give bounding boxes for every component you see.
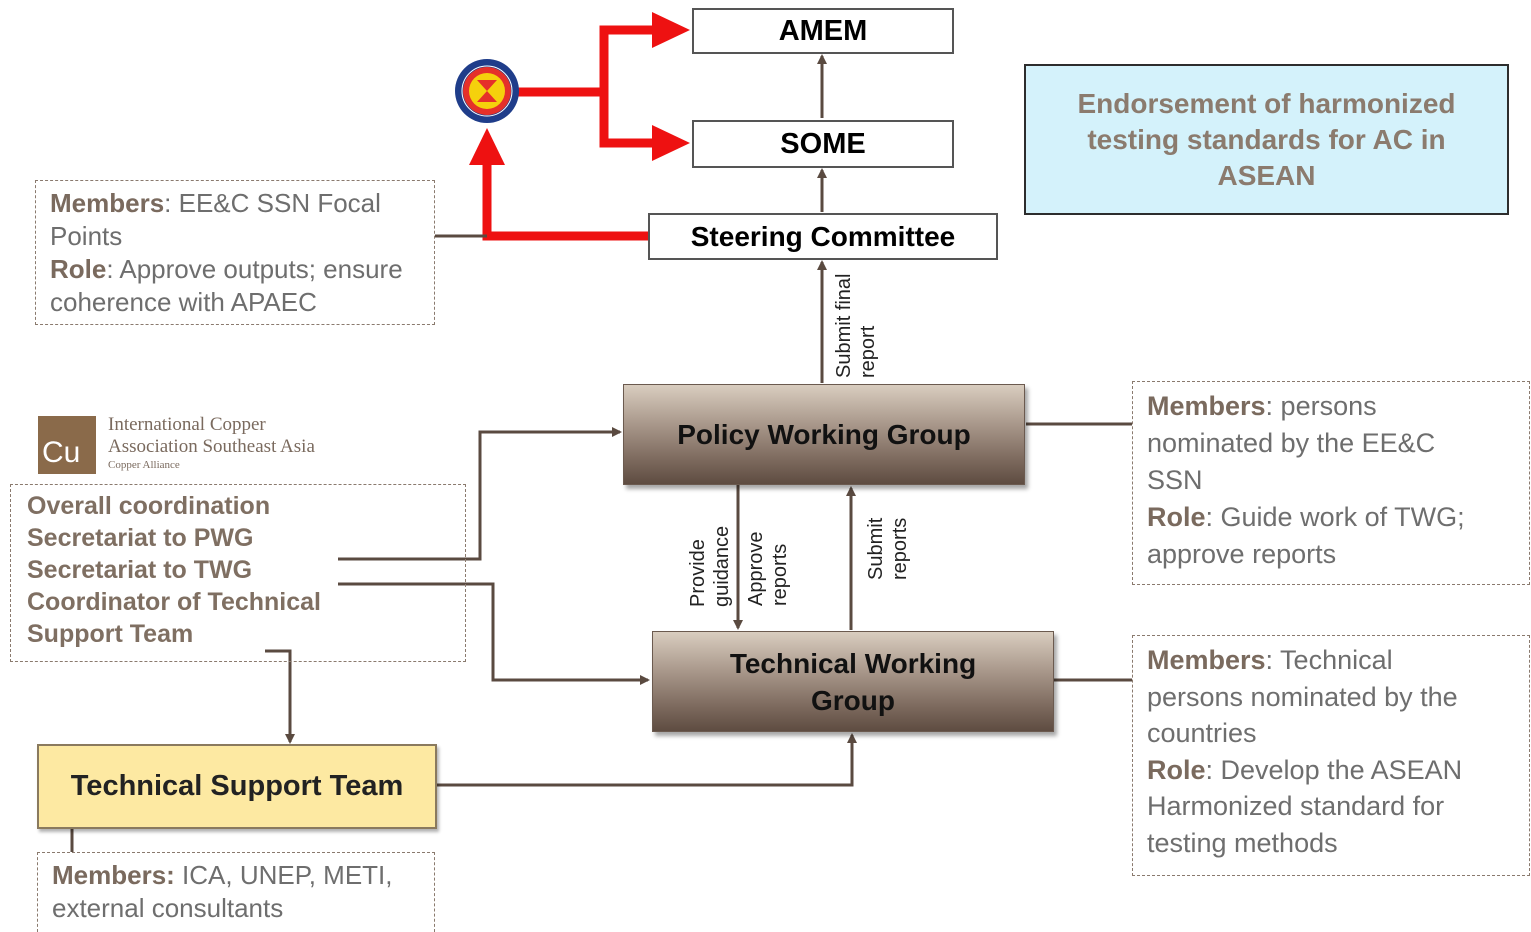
ica-roles-box bbox=[10, 484, 466, 662]
tst-members-label: Members: bbox=[52, 860, 175, 890]
tst-members-text-1: ICA, UNEP, METI, bbox=[174, 860, 393, 890]
provide-line-2: guidance bbox=[711, 525, 733, 607]
ace-emblem-icon bbox=[455, 59, 519, 123]
edge-ica-pwg bbox=[338, 427, 622, 561]
ica-logo: Cu International Copper Association Sout… bbox=[38, 414, 348, 478]
ica-role-item: Support Team bbox=[27, 620, 194, 648]
pwg-members-text-2: nominated by the EE&C bbox=[1147, 428, 1436, 458]
ica-role-item: Coordinator of Technical bbox=[27, 588, 321, 616]
red-arrowhead-amem bbox=[652, 12, 690, 48]
approve-line-2: reports bbox=[769, 543, 791, 606]
steering-committee-label: Steering Committee bbox=[690, 220, 956, 252]
ica-name-line-1: International Copper bbox=[108, 414, 266, 435]
ace-logo bbox=[454, 58, 520, 124]
technical-working-group-box: Technical Working Group bbox=[652, 631, 1054, 732]
red-arrowhead-some bbox=[652, 125, 690, 161]
endorsement-box: Endorsement of harmonized testing standa… bbox=[1024, 64, 1509, 215]
twg-role-text-1: : Develop the ASEAN bbox=[1205, 754, 1463, 785]
pwg-role-text-1: : Guide work of TWG; bbox=[1205, 502, 1465, 532]
twg-role-text-3: testing methods bbox=[1147, 827, 1338, 858]
amem-box: AMEM bbox=[692, 8, 954, 54]
steering-info-box: Members: EE&C SSN Focal Points Role: App… bbox=[35, 180, 435, 325]
steering-role-text-2: coherence with APAEC bbox=[50, 287, 317, 317]
ica-roles-list: Overall coordination Secretariat to PWG … bbox=[27, 490, 347, 650]
steering-members-label: Members bbox=[50, 188, 165, 218]
ica-role-item: Secretariat to TWG bbox=[27, 556, 253, 584]
pwg-role-label: Role bbox=[1147, 502, 1206, 532]
amem-label: AMEM bbox=[778, 14, 868, 47]
twg-members-label: Members bbox=[1147, 645, 1266, 675]
submit-reports-label: Submit reports bbox=[864, 495, 912, 580]
some-box: SOME bbox=[692, 120, 954, 168]
twg-label-line-1: Technical Working bbox=[729, 647, 977, 679]
endorsement-line-3: ASEAN bbox=[1217, 159, 1316, 191]
pwg-info-box: Members: persons nominated by the EE&C S… bbox=[1132, 381, 1530, 585]
submit-line-2: reports bbox=[889, 517, 911, 580]
red-arrowhead-ace bbox=[469, 128, 505, 165]
steering-members-text-1: : EE&C SSN Focal bbox=[164, 188, 381, 218]
twg-members-text-2: persons nominated by the bbox=[1147, 681, 1458, 712]
approve-reports-label: Approve reports bbox=[744, 506, 792, 607]
twg-role-label: Role bbox=[1147, 754, 1206, 785]
provide-guidance-label: Provide guidance bbox=[686, 497, 734, 607]
policy-working-group-label: Policy Working Group bbox=[677, 419, 971, 450]
edge-tst-twg bbox=[437, 733, 857, 787]
edge-ica-twg bbox=[338, 582, 650, 685]
pwg-members-text-1: : persons bbox=[1265, 391, 1377, 421]
ica-role-item: Secretariat to PWG bbox=[27, 524, 254, 552]
endorsement-line-2: testing standards for AC in bbox=[1087, 123, 1446, 155]
ica-name-line-2: Association Southeast Asia bbox=[108, 436, 315, 457]
steering-members-text-2: Points bbox=[50, 221, 123, 251]
submit-final-report-label: Submit final report bbox=[832, 253, 880, 379]
steering-role-text-1: : Approve outputs; ensure bbox=[106, 254, 403, 284]
ica-tagline: Copper Alliance bbox=[108, 459, 180, 471]
tst-info-box: Members: ICA, UNEP, METI, external consu… bbox=[37, 852, 435, 932]
approve-line-1: Approve bbox=[745, 531, 767, 607]
pwg-members-label: Members bbox=[1147, 391, 1266, 421]
policy-working-group-box: Policy Working Group bbox=[623, 384, 1025, 485]
submit-line-1: Submit bbox=[865, 517, 887, 580]
cu-symbol: Cu bbox=[42, 436, 81, 469]
pwg-members-text-3: SSN bbox=[1147, 465, 1203, 495]
twg-label-line-2: Group bbox=[811, 684, 895, 716]
copper-cu-icon: Cu bbox=[38, 416, 96, 474]
steering-committee-box: Steering Committee bbox=[648, 213, 998, 260]
some-label: SOME bbox=[780, 127, 866, 160]
provide-line-1: Provide bbox=[687, 539, 709, 607]
pwg-role-text-2: approve reports bbox=[1147, 539, 1337, 569]
technical-support-team-label: Technical Support Team bbox=[70, 770, 404, 802]
edge-ica-tst bbox=[265, 649, 295, 744]
tst-members-text-2: external consultants bbox=[52, 893, 284, 923]
twg-role-text-2: Harmonized standard for bbox=[1147, 791, 1445, 821]
twg-members-text-1: : Technical bbox=[1265, 645, 1393, 675]
technical-support-team-box: Technical Support Team bbox=[37, 744, 437, 829]
twg-members-text-3: countries bbox=[1147, 718, 1257, 748]
ica-role-item: Overall coordination bbox=[27, 492, 271, 520]
submit-final-line-1: Submit final bbox=[833, 273, 855, 379]
submit-final-line-2: report bbox=[857, 325, 879, 378]
twg-info-box: Members: Technical persons nominated by … bbox=[1132, 635, 1530, 876]
steering-role-label: Role bbox=[50, 254, 107, 284]
endorsement-line-1: Endorsement of harmonized bbox=[1077, 87, 1456, 119]
